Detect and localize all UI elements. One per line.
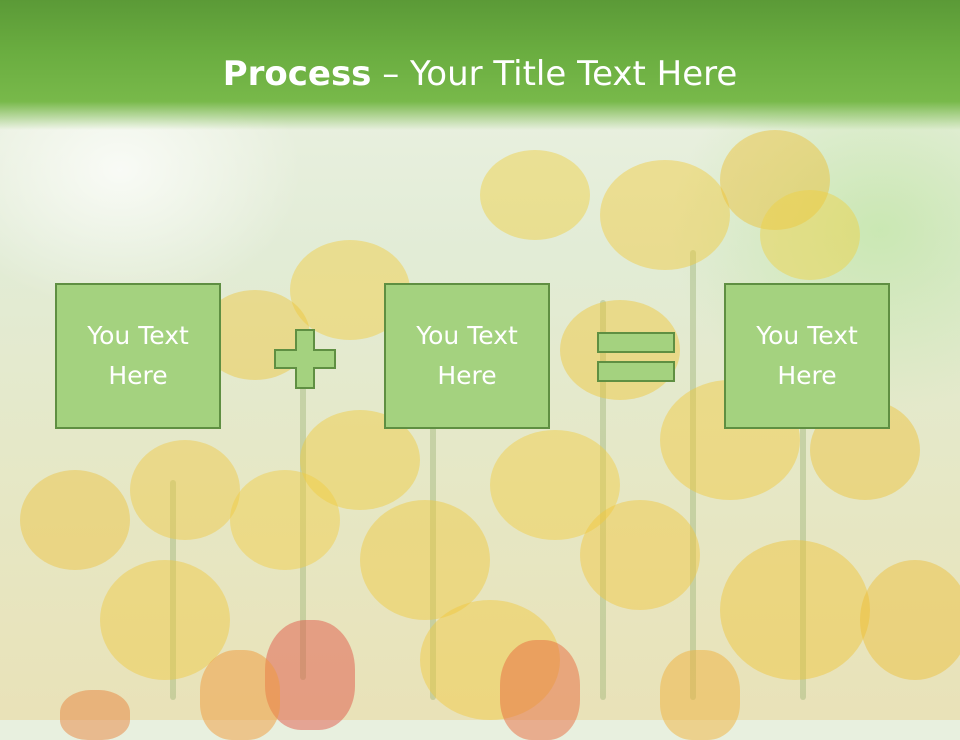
tulip	[265, 620, 355, 730]
title-rest: – Your Title Text Here	[371, 54, 738, 94]
daffodil	[600, 160, 730, 270]
daffodil	[20, 470, 130, 570]
process-box-2-text: You Text Here	[416, 321, 518, 390]
daffodil	[360, 500, 490, 620]
process-box-3-text: You Text Here	[756, 321, 858, 390]
daffodil	[720, 540, 870, 680]
daffodil	[720, 130, 830, 230]
flower-stem	[170, 480, 176, 700]
equals-icon	[597, 332, 675, 382]
daffodil	[490, 430, 620, 540]
title-bar	[0, 0, 960, 130]
daffodil	[580, 500, 700, 610]
plus-icon	[274, 329, 336, 389]
flower-stem	[300, 380, 306, 680]
tulip	[660, 650, 740, 740]
flower-stem	[600, 300, 606, 700]
daffodil	[230, 470, 340, 570]
daffodil	[100, 560, 230, 680]
process-box-1[interactable]: You Text Here	[55, 283, 221, 429]
process-box-1-text: You Text Here	[87, 321, 189, 390]
daffodil	[860, 560, 960, 680]
process-box-3[interactable]: You Text Here	[724, 283, 890, 429]
slide-title: Process – Your Title Text Here	[0, 52, 960, 96]
daffodil	[130, 440, 240, 540]
tulip	[60, 690, 130, 740]
flower-stem	[430, 420, 436, 700]
flower-stem	[690, 250, 696, 700]
daffodil	[480, 150, 590, 240]
tulip	[500, 640, 580, 740]
daffodil	[760, 190, 860, 280]
flower-stem	[800, 330, 806, 700]
process-box-2[interactable]: You Text Here	[384, 283, 550, 429]
tulip	[200, 650, 280, 740]
title-bold: Process	[222, 54, 372, 94]
